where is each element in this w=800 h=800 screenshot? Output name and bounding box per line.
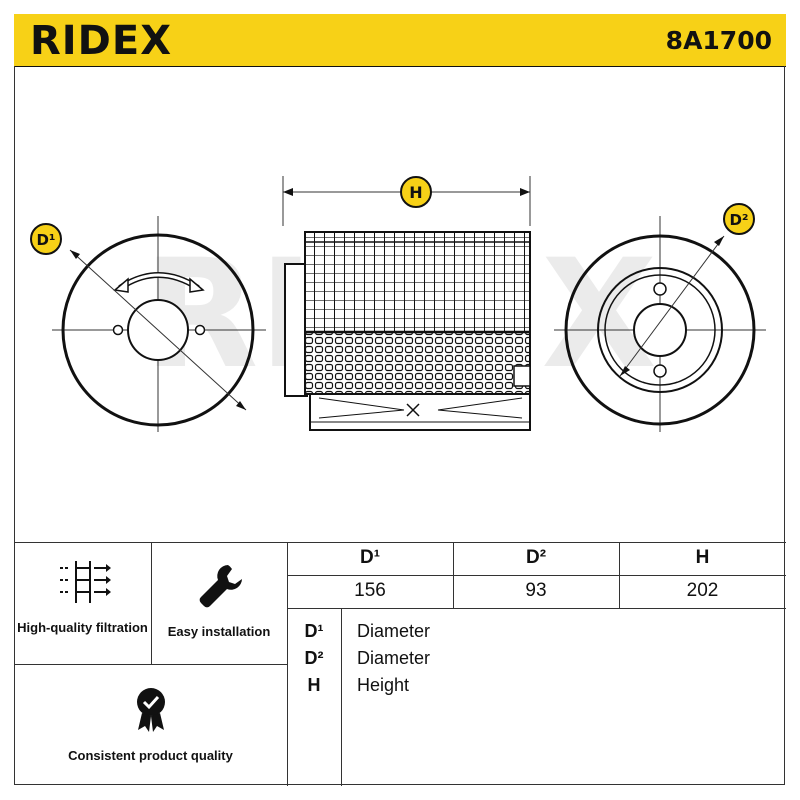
sheet-frame [14,66,785,785]
spec-grid-lines [14,542,786,786]
d2-label: D² [723,203,755,235]
dim-header-d2: D² [525,547,547,568]
legend-text-d2: Diameter [357,648,431,668]
spec-section: High-quality filtration Easy installatio… [14,542,786,786]
feature-label-quality: Consistent product quality [68,748,233,763]
brand-logo: RIDEX [30,18,173,64]
dimension-legend: D¹ Diameter D² Diameter H Height [289,618,786,778]
svg-text:D²: D² [729,211,748,229]
d1-label: D¹ [30,223,62,255]
quality-badge-icon [137,688,165,732]
filtration-icon [60,561,111,603]
dim-header-d1: D¹ [359,547,381,568]
dim-value-d1: 156 [354,580,386,601]
legend-text-d1: Diameter [357,621,431,641]
feature-installation: Easy installation [151,542,287,664]
feature-label-installation: Easy installation [167,624,271,639]
legend-text-h: Height [357,675,410,695]
legend-key-d2: D² [304,648,324,668]
feature-filtration: High-quality filtration [14,542,151,664]
legend-key-h: H [307,675,321,695]
left-end-view [52,216,266,432]
right-end-view [554,216,766,432]
feature-quality: Consistent product quality [14,664,287,786]
dim-value-d2: 93 [525,580,547,601]
header-bar: RIDEX 8A1700 [14,14,786,67]
h-label: H [409,183,422,202]
feature-label-filtration: High-quality filtration [17,620,148,635]
side-view: H [282,176,531,431]
svg-text:D¹: D¹ [36,231,55,249]
legend-key-d1: D¹ [304,621,324,641]
technical-drawing: RIDEX D¹ [14,66,786,542]
part-number: 8A1700 [665,26,772,55]
technical-drawing-svg: RIDEX D¹ [30,176,766,432]
dim-value-h: 202 [686,580,719,601]
wrench-icon [199,565,242,608]
dim-header-h: H [695,547,710,568]
